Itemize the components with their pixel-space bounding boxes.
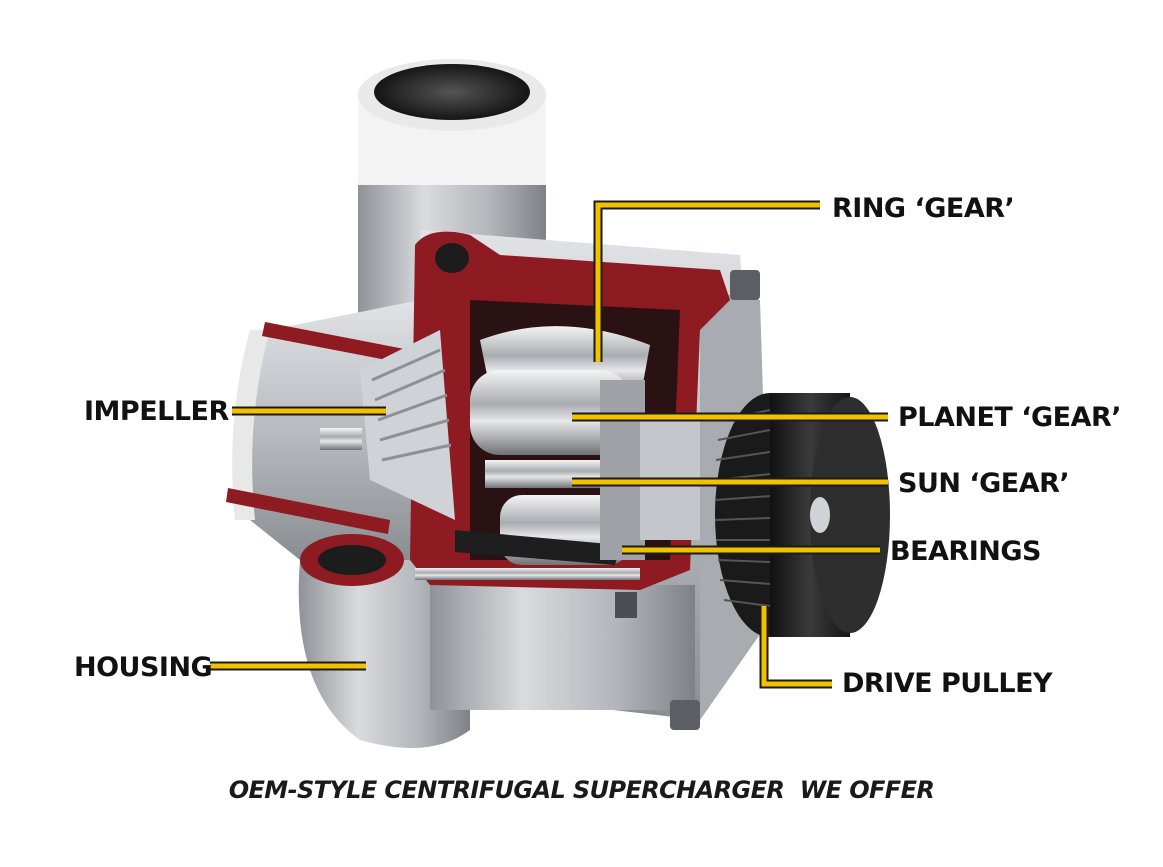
label-impeller: IMPELLER bbox=[84, 396, 229, 427]
drive-pulley bbox=[714, 393, 890, 637]
label-sun-gear: SUN ‘GEAR’ bbox=[898, 468, 1070, 499]
caption: OEM-STYLE CENTRIFUGAL SUPERCHARGER WE OF… bbox=[228, 776, 935, 804]
impeller-blades bbox=[320, 330, 455, 520]
label-housing: HOUSING bbox=[74, 652, 213, 683]
label-ring-gear: RING ‘GEAR’ bbox=[832, 193, 1015, 224]
label-drive-pulley: DRIVE PULLEY bbox=[842, 668, 1053, 699]
planetary-internals bbox=[455, 326, 700, 565]
leader-drive-pulley bbox=[759, 606, 832, 689]
planet-roller-top bbox=[470, 370, 630, 455]
housing-bolts bbox=[415, 270, 760, 730]
leader-ring-gear bbox=[593, 200, 820, 362]
label-bearings: BEARINGS bbox=[890, 536, 1041, 567]
inlet-opening bbox=[374, 64, 530, 120]
label-planet-gear: PLANET ‘GEAR’ bbox=[898, 402, 1122, 433]
